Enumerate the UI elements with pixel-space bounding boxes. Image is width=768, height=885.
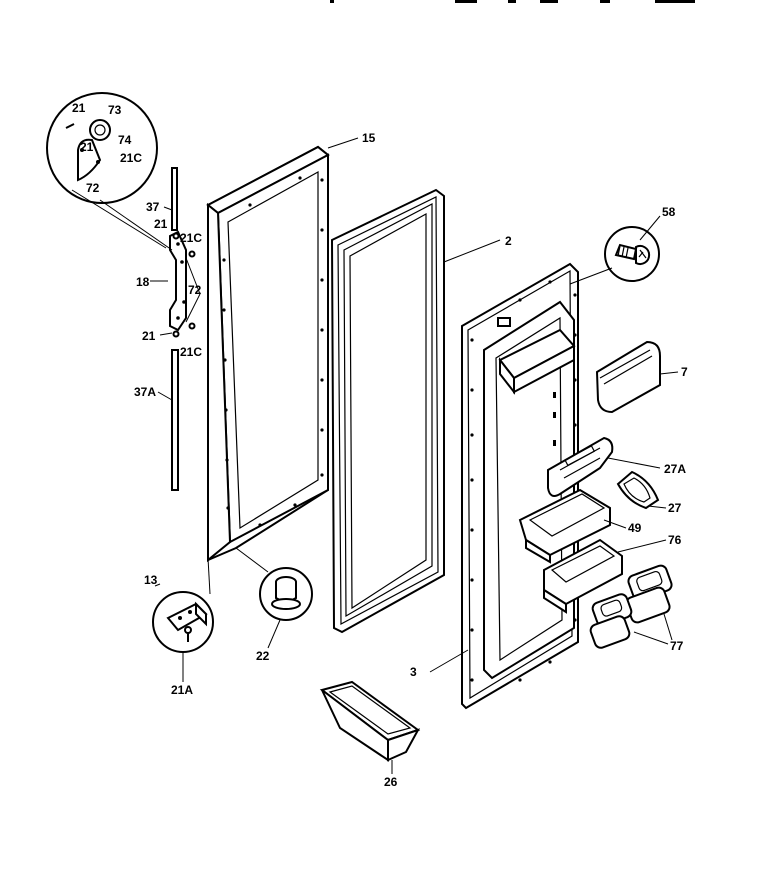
frame-screw-holes	[222, 176, 324, 527]
label-21-upper: 21	[154, 217, 168, 231]
label-58: 58	[662, 205, 676, 219]
label-18: 18	[136, 275, 150, 289]
callout-label-74: 74	[118, 133, 132, 147]
actuator-27a	[547, 436, 614, 497]
label-7: 7	[681, 365, 688, 379]
screw-58	[604, 226, 660, 282]
leader-lines	[71, 137, 679, 774]
label-21-lower: 21	[142, 329, 156, 343]
label-27: 27	[668, 501, 682, 515]
hinge-bar-18	[169, 230, 187, 332]
small-screws-21	[172, 232, 196, 338]
label-22: 22	[256, 649, 270, 663]
pad-27	[616, 470, 660, 510]
label-26: 26	[384, 775, 398, 789]
bushing-22	[259, 567, 313, 621]
label-21c-upper: 21C	[180, 231, 202, 245]
door-gasket-2	[330, 188, 445, 634]
label-37a: 37A	[134, 385, 156, 399]
dispenser-cover-7	[595, 340, 661, 414]
label-37: 37	[146, 200, 160, 214]
label-76: 76	[668, 533, 682, 547]
part-labels: 15 2 58 7 27A 27 49 76 77 3 26 22 13 21A…	[72, 101, 688, 789]
door-frame-15	[206, 145, 330, 563]
hinge-detail-callout	[46, 92, 158, 204]
callout-label-21: 21	[72, 101, 86, 115]
label-27a: 27A	[664, 462, 686, 476]
callout-label-21c: 21C	[120, 151, 142, 165]
label-49: 49	[628, 521, 642, 535]
bucket-26	[319, 680, 421, 762]
label-77: 77	[670, 639, 684, 653]
label-72-middle: 72	[188, 283, 202, 297]
label-21a: 21A	[171, 683, 193, 697]
drip-tray-49	[518, 488, 611, 564]
callout-label-21-second: 21	[80, 140, 94, 154]
grille-76	[543, 538, 623, 614]
label-2: 2	[505, 234, 512, 248]
hinge-13	[152, 591, 214, 653]
rod-37	[171, 167, 178, 231]
label-3: 3	[410, 665, 417, 679]
rod-37a	[171, 349, 179, 491]
label-15: 15	[362, 131, 376, 145]
label-13: 13	[144, 573, 158, 587]
top-edge-artifacts	[330, 0, 695, 3]
label-21c-lower: 21C	[180, 345, 202, 359]
callout-label-72: 72	[86, 181, 100, 195]
callout-label-73: 73	[108, 103, 122, 117]
buttons-77	[589, 564, 673, 649]
